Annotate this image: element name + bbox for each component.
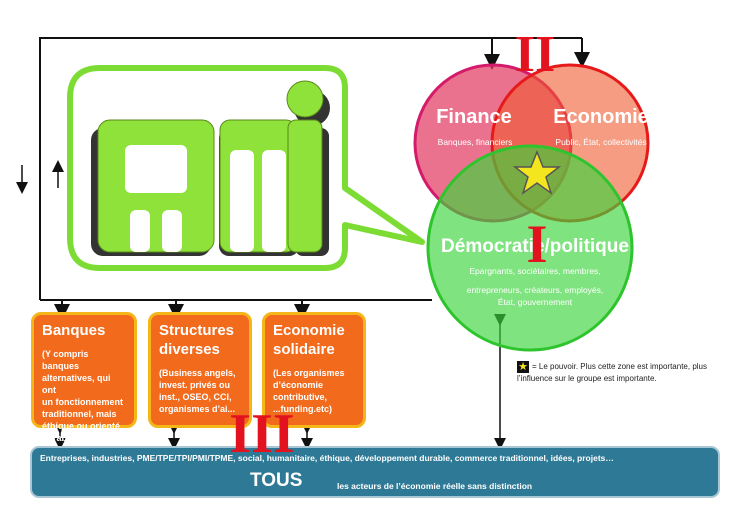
banques-box: Banques (Y compris banques alternatives,… xyxy=(31,312,137,443)
economie-solidaire-box: Economie solidaire (Les organismes d’éco… xyxy=(262,312,366,428)
democratie-line-3: État, gouvernement xyxy=(498,297,573,307)
roman-numeral-ii: II xyxy=(515,26,555,83)
democratie-line-2: entrepreneurs, créateurs, employés, xyxy=(467,285,604,295)
finance-title: Finance xyxy=(436,106,512,128)
democratie-title: Démocratie/politique xyxy=(441,236,629,257)
bottom-bar-actors-list: Entreprises, industries, PME/TPE/TPI/PMI… xyxy=(40,453,614,463)
finance-subtitle: Banques, financiers xyxy=(438,137,513,147)
structures-title: Structures diverses xyxy=(159,322,235,358)
bottom-bar: Entreprises, industries, PME/TPE/TPI/PMI… xyxy=(30,446,720,498)
power-star-icon xyxy=(512,149,562,195)
democratie-circle xyxy=(426,144,634,352)
ami-logo-icon xyxy=(91,80,330,256)
bottom-bar-tous: TOUS xyxy=(250,470,303,491)
roman-numeral-i: I xyxy=(526,214,547,274)
economie-solidaire-description: (Les organismes d’économie contributive,… xyxy=(273,368,345,414)
connector-lines xyxy=(16,37,590,450)
legend-description: = Le pouvoir. Plus cette zone est import… xyxy=(517,362,707,383)
democratie-line-1: Epargnants, sociétaires, membres, xyxy=(469,266,600,276)
economie-solidaire-title: Economie solidaire xyxy=(273,322,345,358)
bottom-bar-description: les acteurs de l’économie réelle sans di… xyxy=(337,481,533,491)
legend-star-icon: ★ xyxy=(517,361,529,373)
banques-description: (Y compris banques alternatives, qui ont… xyxy=(42,349,123,443)
economie-title: Economie xyxy=(553,106,649,128)
structures-diverses-box: Structures diverses (Business angels, in… xyxy=(148,312,252,428)
structures-description: (Business angels, invest. privés ou inst… xyxy=(159,368,236,414)
economie-subtitle: Public, État, collectivités xyxy=(555,137,646,147)
banques-title: Banques xyxy=(42,322,106,339)
legend: ★= Le pouvoir. Plus cette zone est impor… xyxy=(517,361,707,384)
